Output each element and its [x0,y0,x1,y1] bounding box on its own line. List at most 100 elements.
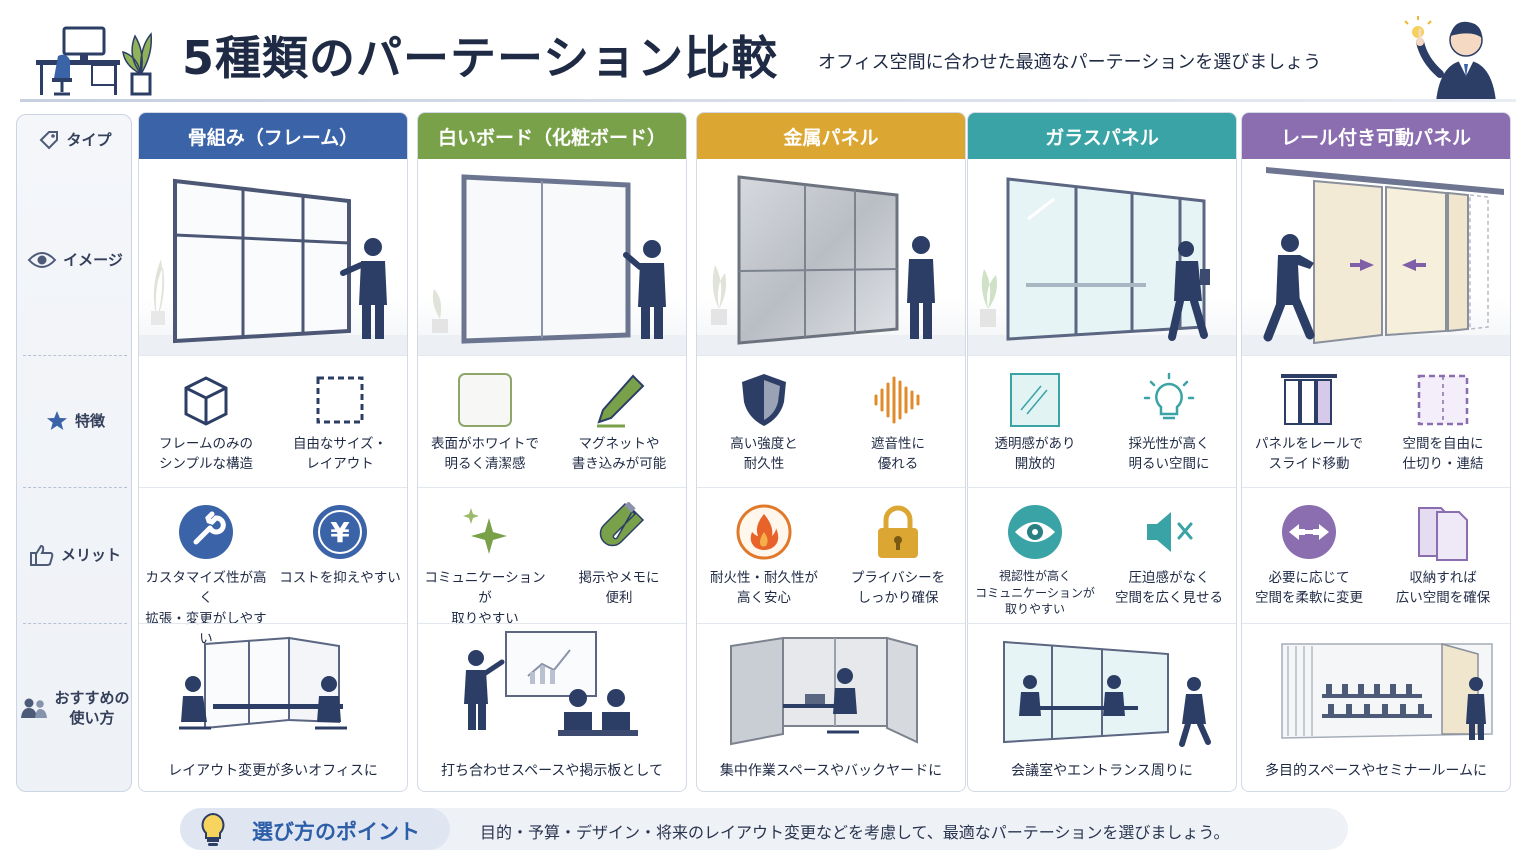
glass-partition-illustration [968,177,1236,355]
features-cell: 表面がホワイトで 明るく清潔感 マグネットや 書き込みが可能 [418,355,686,487]
merit-item: 圧迫感がなく 空間を広く見せる [1102,488,1236,623]
column-glass-panel: ガラスパネル 透明感があり 開放的 採光性が高く 明るい空間に [967,112,1237,792]
documents-icon [1418,507,1468,561]
merits-cell: カスタマイズ性が高く 拡張・変更がしやすい ¥ コストを抑えやすい [139,487,407,647]
image-cell [139,159,407,355]
merit-item: 視認性が高く コミュニケーションが 取りやすい [968,488,1102,623]
tips-text: 目的・予算・デザイン・将来のレイアウト変更などを考慮して、最適なパーテーションを… [480,823,1230,842]
merit-item: カスタマイズ性が高く 拡張・変更がしやすい [139,488,273,647]
usage-cell: 会議室やエントランス周りに [968,623,1236,791]
image-cell [697,159,965,355]
features-cell: パネルをレールで スライド移動 空間を自由に 仕切り・連結 [1242,355,1510,487]
cube-frame-icon [184,376,228,426]
merit-item: 掲示やメモに 便利 [552,488,686,623]
row-label-type: タイプ [17,115,133,165]
merits-cell: 必要に応じて 空間を柔軟に変更 収納すれば 広い空間を確保 [1242,487,1510,623]
column-title: 金属パネル [697,113,965,159]
focus-work-booth-illustration [730,636,918,746]
row-separator [23,355,127,356]
column-title: ガラスパネル [968,113,1236,159]
column-title: レール付き可動パネル [1242,113,1510,159]
lock-icon [878,505,918,558]
arrows-horizontal-icon [1282,505,1336,559]
feature-item: 採光性が高く 明るい空間に [1102,356,1236,487]
dashed-panel-icon [1417,374,1469,426]
yen-icon: ¥ [313,505,367,559]
page-title: 5種類のパーテーション比較 [182,31,779,85]
features-cell: 高い強度と 耐久性 遮音性に 優れる [697,355,965,487]
sliding-partition-illustration [1242,167,1510,355]
office-desk-illustration [36,26,153,96]
meeting-space-illustration [179,636,347,730]
merit-item: 必要に応じて 空間を柔軟に変更 [1242,488,1376,623]
feature-item: 透明感があり 開放的 [968,356,1102,487]
page-subtitle: オフィス空間に合わせた最適なパーテーションを選びましょう [818,52,1322,73]
feature-item: 自由なサイズ・ レイアウト [273,356,407,487]
merits-cell: 耐火性・耐久性が 高く安心 プライバシーを しっかり確保 [697,487,965,623]
thumbs-up-icon [29,544,54,566]
dashed-square-icon [316,376,364,424]
businessman-pointing-illustration [1404,16,1496,102]
image-cell [418,159,686,355]
row-label-image: イメージ [17,165,133,355]
users-icon [21,698,48,718]
marker-icon [597,374,645,428]
rail-panel-icon [1281,374,1337,425]
merits-cell: 視認性が高く コミュニケーションが 取りやすい 圧迫感がなく 空間を広く見せる [968,487,1236,623]
features-cell: 透明感があり 開放的 採光性が高く 明るい空間に [968,355,1236,487]
merits-cell: コミュニケーションが 取りやすい 掲示やメモに 便利 [418,487,686,627]
feature-item: 表面がホワイトで 明るく清潔感 [418,356,552,487]
svg-text:¥: ¥ [330,516,350,549]
glass-meeting-room-illustration [1003,640,1211,747]
feature-item: パネルをレールで スライド移動 [1242,356,1376,487]
row-label-usage: おすすめの 使い方 [17,623,133,793]
seminar-room-illustration [1281,643,1493,740]
column-frame: 骨組み（フレーム） フレームのみの シンプルな構造 自由なサイズ・ レイアウト [138,112,408,792]
column-rail-panel: レール付き可動パネル パネルをレールで スライド移動 空間を自由に 仕切り・連結 [1241,112,1511,792]
metal-partition-illustration [697,175,965,355]
row-separator [23,623,127,624]
feature-item: フレームのみの シンプルな構造 [139,356,273,487]
white-board-icon [458,373,512,427]
row-label-column: タイプ イメージ 特徴 メリット おすすめの 使い方 [16,114,132,792]
merit-item: コミュニケーションが 取りやすい [418,488,552,627]
image-cell [968,159,1236,355]
page-header: 5種類のパーテーション比較 オフィス空間に合わせた最適なパーテーションを選びまし… [0,0,1536,102]
usage-cell: 集中作業スペースやバックヤードに [697,623,965,791]
lightbulb-icon [1143,372,1195,420]
column-white-board: 白いボード（化粧ボード） 表面がホワイトで 明るく清潔感 マグネットや 書き込み… [417,112,687,792]
wrench-icon [179,505,233,559]
usage-cell: 打ち合わせスペースや掲示板として [418,623,686,791]
feature-item: マグネットや 書き込みが可能 [552,356,686,487]
merit-item: ¥ コストを抑えやすい [273,488,407,623]
row-separator [23,487,127,488]
sound-wave-icon [874,376,920,424]
shield-icon [742,374,786,426]
sparkle-icon [463,508,507,554]
column-title: 白いボード（化粧ボード） [418,113,686,159]
column-title: 骨組み（フレーム） [139,113,407,159]
features-cell: フレームのみの シンプルな構造 自由なサイズ・ レイアウト [139,355,407,487]
tag-icon [40,131,59,150]
tips-title-pill: 選び方のポイント [180,808,450,850]
eye-icon [27,252,57,268]
glass-pane-icon [1010,373,1060,427]
eye-icon [1008,505,1062,559]
speaker-mute-icon [1147,512,1193,552]
row-label-features: 特徴 [17,355,133,487]
magnet-icon [599,502,645,547]
white-board-partition-illustration [418,174,686,355]
usage-cell: レイアウト変更が多いオフィスに [139,623,407,791]
frame-partition-illustration [139,178,407,355]
fire-icon [736,504,792,560]
merit-item: 収納すれば 広い空間を確保 [1376,488,1510,623]
column-metal-panel: 金属パネル 高い強度と 耐久性 [696,112,966,792]
feature-item: 空間を自由に 仕切り・連結 [1376,356,1510,487]
tips-title: 選び方のポイント [252,820,420,844]
merit-item: プライバシーを しっかり確保 [831,488,965,623]
usage-cell: 多目的スペースやセミナールームに [1242,623,1510,791]
header-divider [20,99,1516,102]
feature-item: 遮音性に 優れる [831,356,965,487]
row-label-merits: メリット [17,487,133,623]
star-icon [46,411,67,430]
